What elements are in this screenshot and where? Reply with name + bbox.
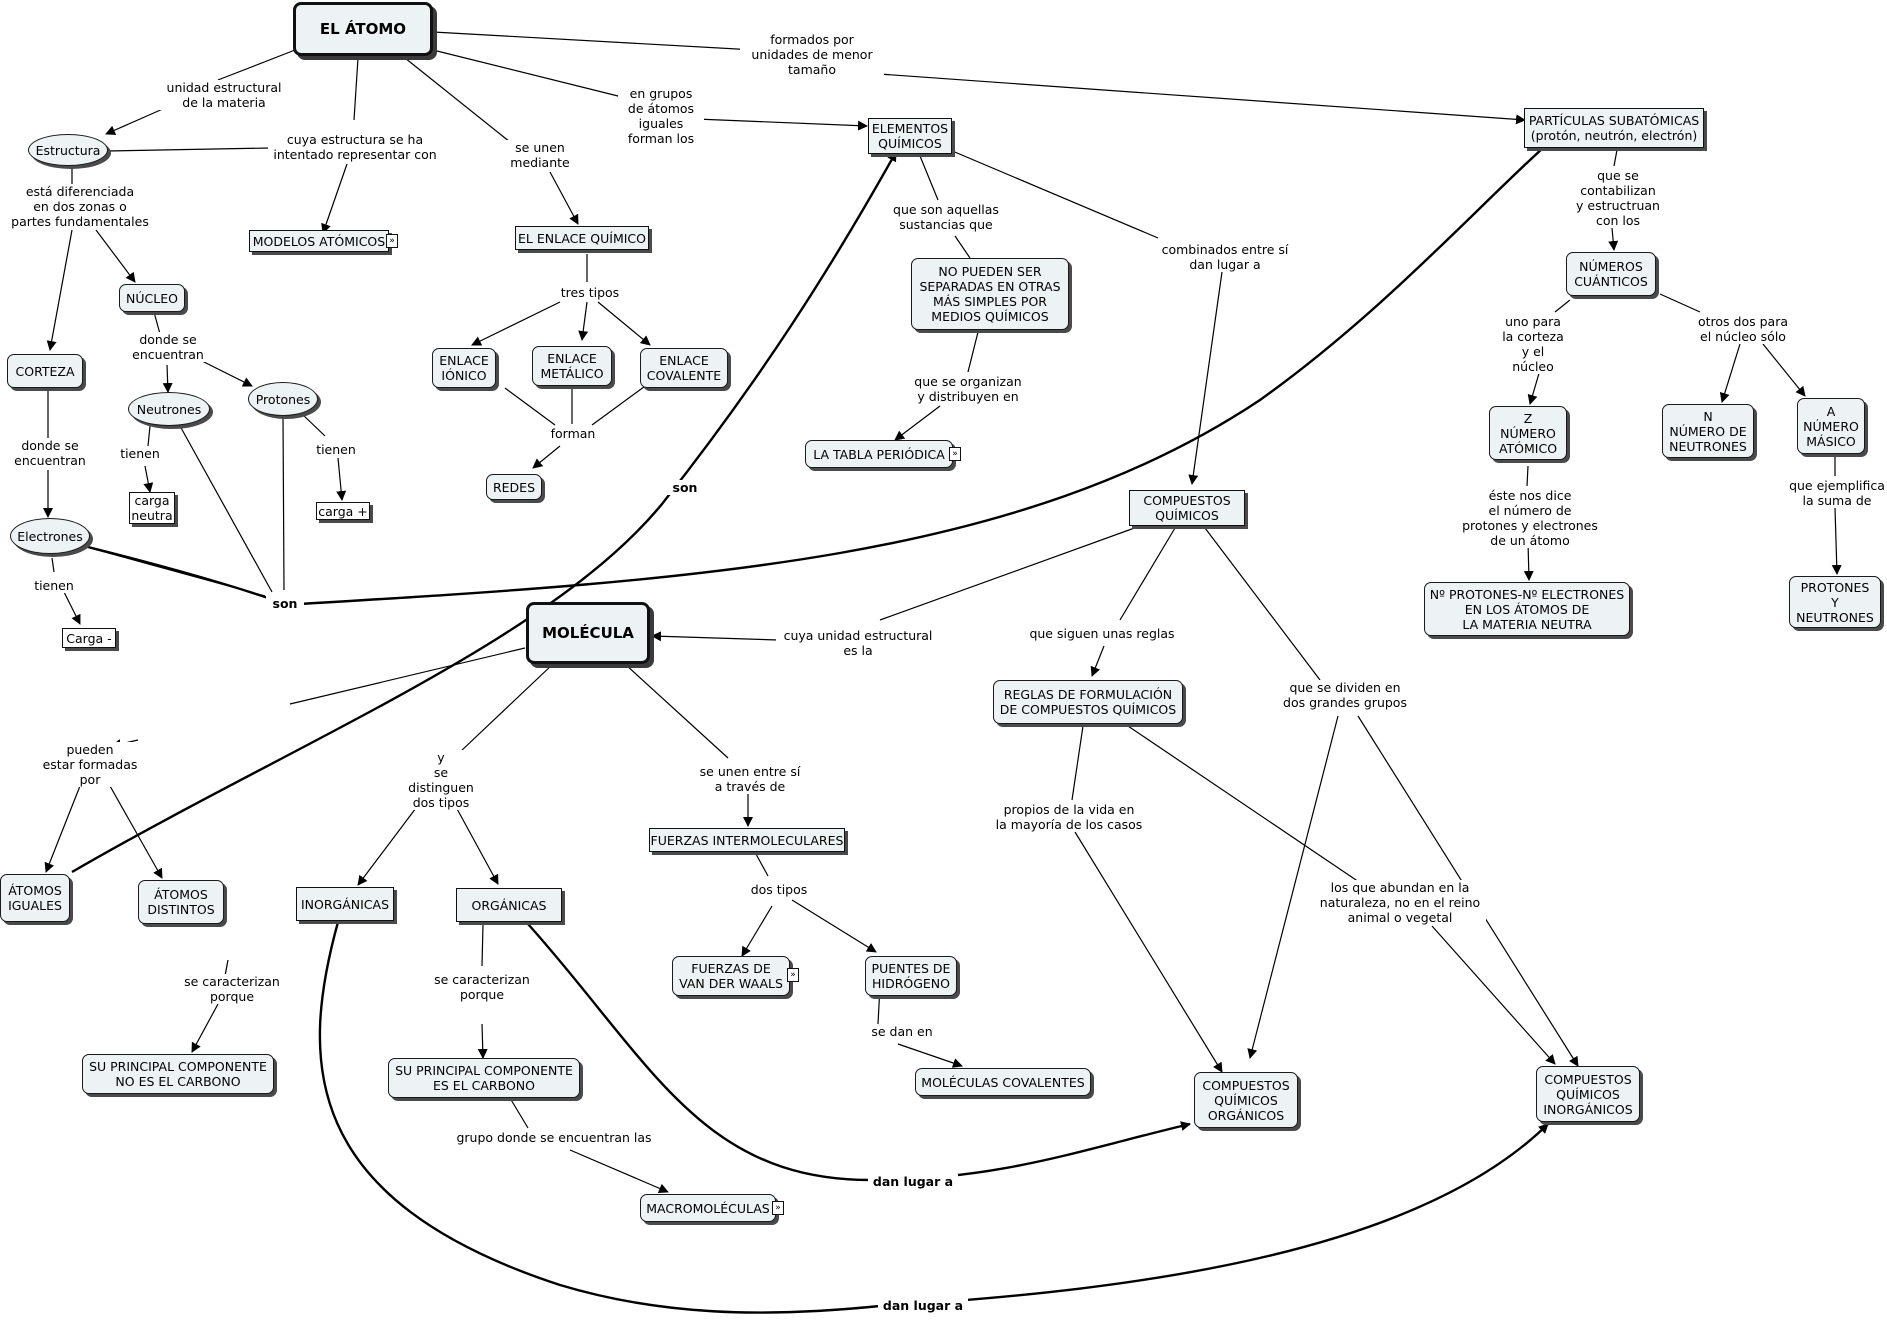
- node-su-principal-no-carbono[interactable]: SU PRINCIPAL COMPONENTE NO ES EL CARBONO: [82, 1054, 274, 1094]
- node-su-principal-carbono[interactable]: SU PRINCIPAL COMPONENTE ES EL CARBONO: [388, 1058, 580, 1098]
- label-se-dan-en: se dan en: [862, 1024, 942, 1039]
- label-tienen-2: tienen: [310, 442, 362, 457]
- node-inorganicas[interactable]: INORGÁNICAS: [296, 887, 394, 921]
- node-organicas[interactable]: ORGÁNICAS: [456, 888, 562, 922]
- node-protones[interactable]: Protones: [248, 382, 318, 416]
- node-protones-y-neutrones[interactable]: PROTONES Y NEUTRONES: [1789, 576, 1881, 628]
- label-donde-se-encuentran-2: donde se encuentran: [10, 438, 90, 468]
- node-fuerzas-van-der-waals[interactable]: FUERZAS DE VAN DER WAALS: [672, 956, 790, 996]
- node-macromoleculas[interactable]: MACROMOLÉCULAS: [640, 1194, 776, 1222]
- node-no-pueden-ser[interactable]: NO PUEDEN SER SEPARADAS EN OTRAS MÁS SIM…: [911, 258, 1069, 330]
- label-que-se-dividen: que se dividen en dos grandes grupos: [1276, 680, 1414, 710]
- node-atomos-distintos[interactable]: ÁTOMOS DISTINTOS: [138, 880, 224, 924]
- node-a-numero-masico[interactable]: A NÚMERO MÁSICO: [1797, 398, 1865, 454]
- node-corteza[interactable]: CORTEZA: [7, 354, 83, 388]
- label-otros-dos: otros dos para el núcleo sólo: [1684, 314, 1802, 344]
- node-compuestos-inorganicos[interactable]: COMPUESTOS QUÍMICOS INORGÁNICOS: [1536, 1066, 1640, 1122]
- label-que-siguen: que siguen unas reglas: [1026, 626, 1178, 641]
- label-este-nos-dice: éste nos dice el número de protones y el…: [1450, 488, 1610, 548]
- label-se-caracterizan-2: se caracterizan porque: [428, 972, 536, 1002]
- label-tienen-3: tienen: [28, 578, 80, 593]
- node-enlace-covalente[interactable]: ENLACE COVALENTE: [640, 348, 728, 388]
- label-que-se-contabilizan: que se contabilizan y estructruan con lo…: [1566, 168, 1670, 228]
- node-electrones[interactable]: Electrones: [10, 518, 90, 554]
- double-chevron-icon[interactable]: »: [949, 447, 961, 461]
- node-particulas-subatomicas[interactable]: PARTÍCULAS SUBATÓMICAS (protón, neutrón,…: [1524, 108, 1704, 148]
- label-que-son-aquellas: que son aquellas sustancias que: [884, 202, 1008, 232]
- node-tabla-periodica[interactable]: LA TABLA PERIÓDICA: [805, 440, 953, 468]
- label-se-unen-mediante: se unen mediante: [500, 140, 580, 170]
- node-carga-menos[interactable]: Carga -: [62, 628, 116, 648]
- label-unidad-estructural: unidad estructural de la materia: [155, 80, 293, 110]
- double-chevron-icon[interactable]: »: [772, 1201, 784, 1215]
- label-formados-por: formados por unidades de menor tamaño: [740, 32, 884, 77]
- node-molecula[interactable]: MOLÉCULA: [526, 602, 650, 664]
- label-cuya-unidad: cuya unidad estructural es la: [776, 628, 940, 658]
- label-son-1: son: [266, 596, 304, 611]
- label-uno-para-corteza: uno para la corteza y el núcleo: [1496, 314, 1570, 374]
- node-nucleo[interactable]: NÚCLEO: [119, 284, 185, 312]
- double-chevron-icon[interactable]: »: [787, 968, 799, 982]
- label-los-que-abundan: los que abundan en la naturaleza, no en …: [1314, 880, 1486, 925]
- label-tres-tipos: tres tipos: [553, 285, 627, 300]
- node-carga-neutra[interactable]: carga neutra: [129, 492, 175, 524]
- label-esta-diferenciada: está diferenciada en dos zonas o partes …: [4, 184, 156, 229]
- label-que-se-organizan: que se organizan y distribuyen en: [904, 374, 1032, 404]
- node-n-numero-neutrones[interactable]: N NÚMERO DE NEUTRONES: [1662, 404, 1754, 458]
- node-z-numero-atomico[interactable]: Z NÚMERO ATÓMICO: [1489, 406, 1567, 460]
- label-se-unen-entre-si: se unen entre sí a través de: [692, 764, 808, 794]
- label-dan-lugar-1: dan lugar a: [868, 1174, 958, 1189]
- label-dos-tipos: dos tipos: [742, 882, 816, 897]
- node-numeros-cuanticos[interactable]: NÚMEROS CUÁNTICOS: [1566, 252, 1656, 296]
- double-chevron-icon[interactable]: »: [386, 234, 398, 248]
- label-propios-vida: propios de la vida en la mayoría de los …: [990, 802, 1148, 832]
- node-puentes-hidrogeno[interactable]: PUENTES DE HIDRÓGENO: [865, 956, 957, 996]
- node-el-enlace-quimico[interactable]: EL ENLACE QUÍMICO: [515, 226, 649, 250]
- node-enlace-metalico[interactable]: ENLACE METÁLICO: [532, 346, 612, 386]
- node-elementos-quimicos[interactable]: ELEMENTOS QUÍMICOS: [868, 118, 952, 154]
- node-compuestos-quimicos[interactable]: COMPUESTOS QUÍMICOS: [1129, 490, 1245, 526]
- node-fuerzas-intermoleculares[interactable]: FUERZAS INTERMOLECULARES: [649, 828, 845, 852]
- node-atomos-iguales[interactable]: ÁTOMOS IGUALES: [0, 874, 70, 922]
- label-donde-se-encuentran-1: donde se encuentran: [128, 332, 208, 362]
- node-modelos-atomicos[interactable]: MODELOS ATÓMICOS: [249, 230, 389, 252]
- label-grupo-donde: grupo donde se encuentran las: [452, 1130, 656, 1145]
- label-combinados: combinados entre sí dan lugar a: [1150, 242, 1300, 272]
- label-son-2: son: [666, 480, 704, 495]
- label-pueden-estar: pueden estar formadas por: [36, 742, 144, 787]
- node-enlace-ionico[interactable]: ENLACE IÓNICO: [432, 348, 496, 388]
- label-que-ejemplifica: que ejemplifica la suma de: [1780, 478, 1887, 508]
- node-neutrones[interactable]: Neutrones: [128, 392, 210, 426]
- node-redes[interactable]: REDES: [486, 474, 542, 500]
- node-carga-mas[interactable]: carga +: [316, 502, 370, 520]
- node-moleculas-covalentes[interactable]: MOLÉCULAS COVALENTES: [915, 1068, 1091, 1096]
- node-el-atomo[interactable]: EL ÁTOMO: [293, 2, 433, 56]
- node-reglas-formulacion[interactable]: REGLAS DE FORMULACIÓN DE COMPUESTOS QUÍM…: [993, 680, 1183, 724]
- label-dan-lugar-2: dan lugar a: [878, 1298, 968, 1313]
- node-compuestos-organicos[interactable]: COMPUESTOS QUÍMICOS ORGÁNICOS: [1194, 1072, 1298, 1128]
- label-y-se-distinguen: y se distinguen dos tipos: [398, 750, 484, 810]
- label-en-grupos: en grupos de átomos iguales forman los: [618, 86, 704, 146]
- node-n-protones-electrones[interactable]: Nº PROTONES-Nº ELECTRONES EN LOS ÁTOMOS …: [1424, 582, 1630, 636]
- label-tienen-1: tienen: [114, 446, 166, 461]
- label-se-caracterizan-1: se caracterizan porque: [178, 974, 286, 1004]
- label-cuya-estructura: cuya estructura se ha intentado represen…: [268, 132, 442, 162]
- label-forman: forman: [546, 426, 600, 441]
- node-estructura[interactable]: Estructura: [28, 134, 108, 166]
